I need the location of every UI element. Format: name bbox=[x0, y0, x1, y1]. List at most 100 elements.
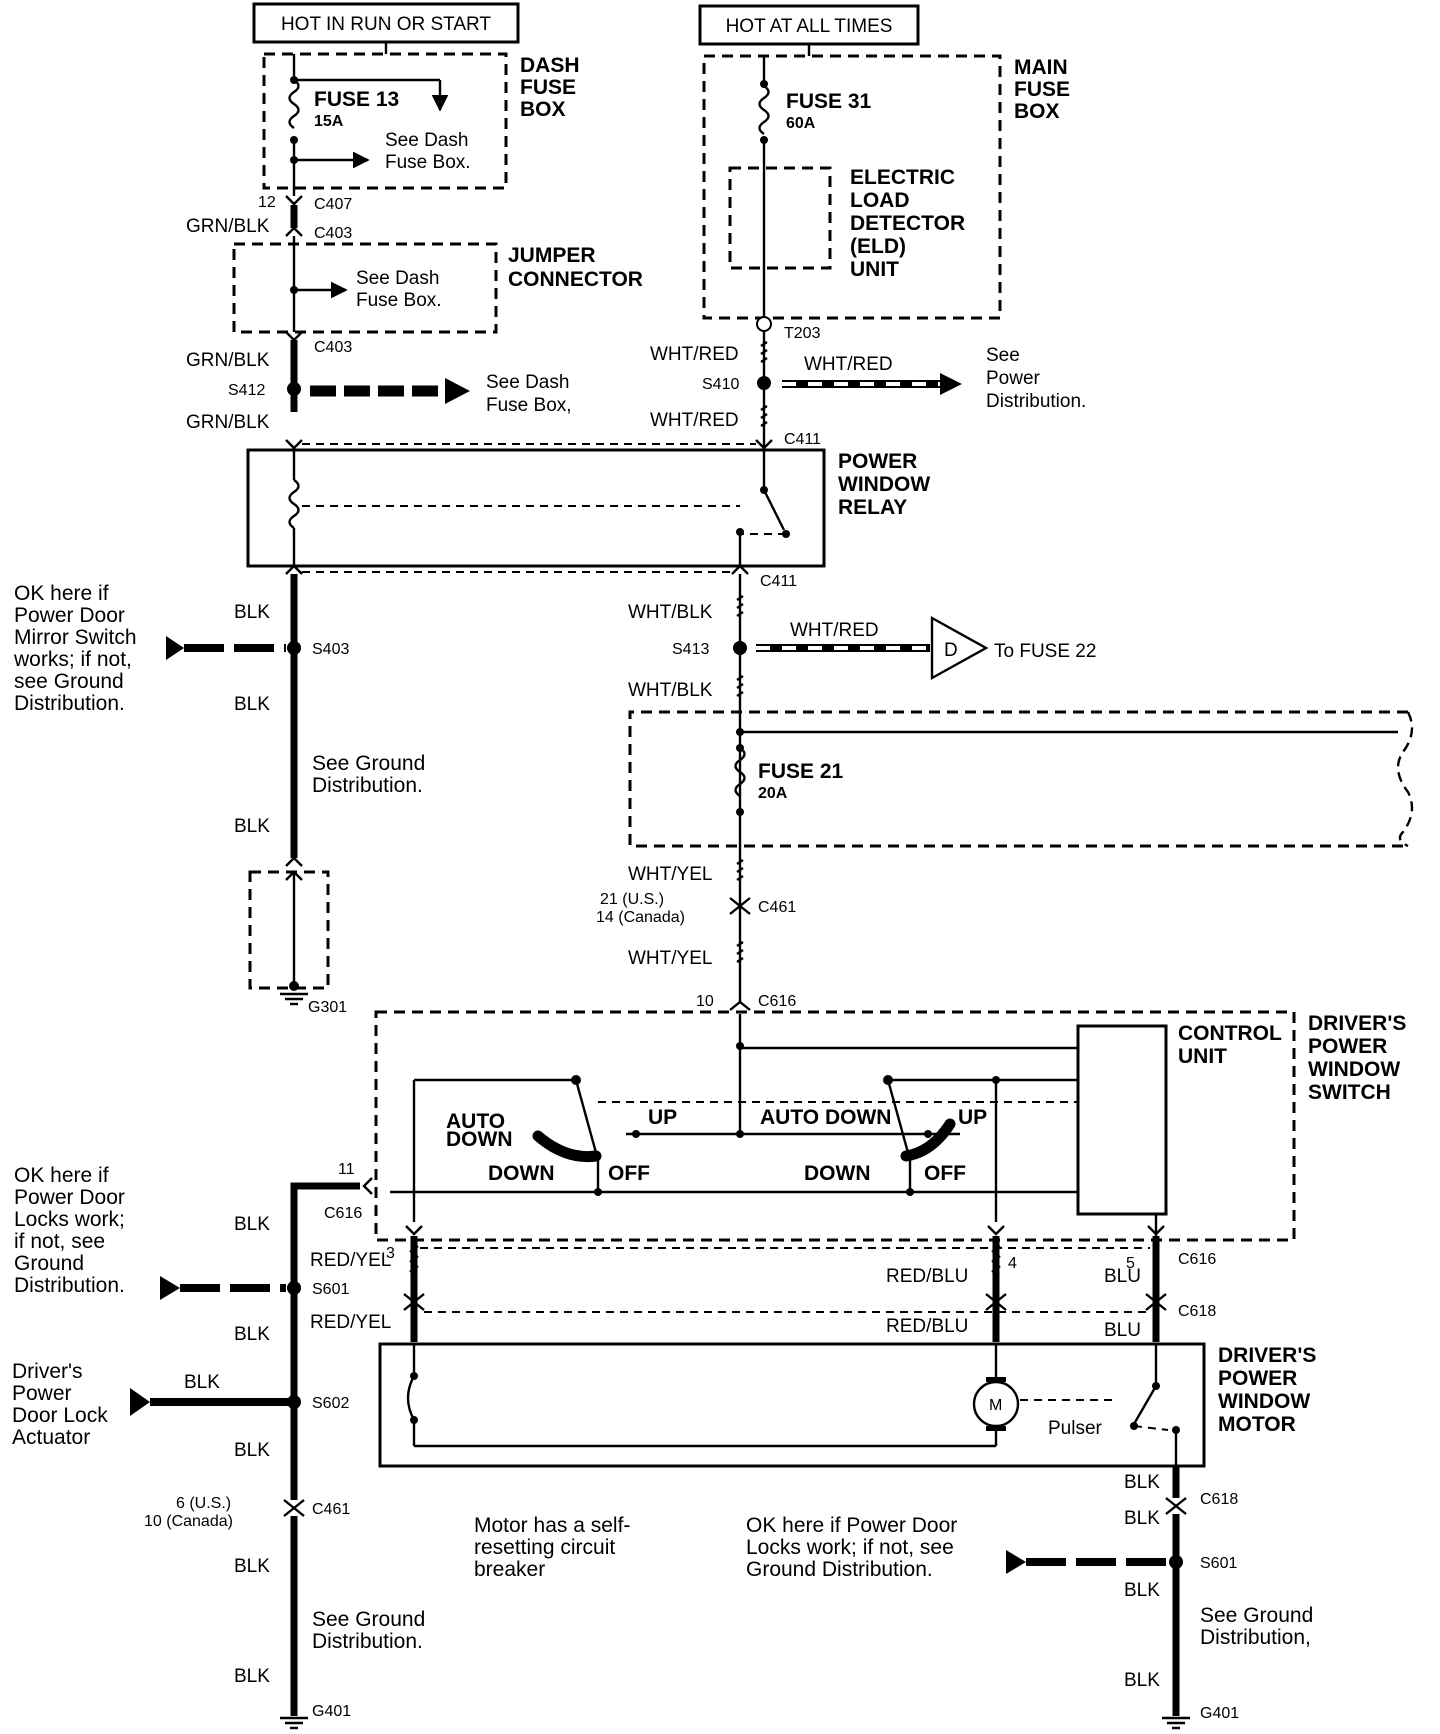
power-window-relay: POWER WINDOW RELAY bbox=[246, 448, 930, 568]
eld-unit: ELECTRIC LOAD DETECTOR (ELD) UNIT bbox=[728, 166, 965, 281]
svg-text:FUSE 31: FUSE 31 bbox=[786, 90, 872, 113]
svg-text:BLK: BLK bbox=[234, 1440, 270, 1461]
svg-text:HOT IN RUN OR START: HOT IN RUN OR START bbox=[281, 14, 491, 35]
svg-text:14 (Canada): 14 (Canada) bbox=[596, 909, 685, 926]
svg-text:6 (U.S.): 6 (U.S.) bbox=[176, 1495, 231, 1512]
splice-s602 bbox=[287, 1395, 301, 1409]
svg-text:WINDOW: WINDOW bbox=[838, 473, 930, 496]
svg-text:C616: C616 bbox=[324, 1205, 362, 1222]
header-hot-in-run-or-start: HOT IN RUN OR START bbox=[252, 2, 520, 44]
svg-text:POWER: POWER bbox=[1308, 1035, 1387, 1058]
svg-text:OK here if Power Door: OK here if Power Door bbox=[746, 1514, 957, 1537]
svg-text:Motor has a self-: Motor has a self- bbox=[474, 1514, 630, 1537]
svg-text:S601: S601 bbox=[1200, 1555, 1237, 1572]
fuse-21-box: FUSE 21 20A bbox=[628, 710, 1414, 848]
svg-text:GRN/BLK: GRN/BLK bbox=[186, 350, 270, 371]
svg-text:BLK: BLK bbox=[234, 1666, 270, 1687]
svg-text:Actuator: Actuator bbox=[12, 1426, 90, 1449]
svg-text:WHT/BLK: WHT/BLK bbox=[628, 602, 713, 623]
header-hot-at-all-times: HOT AT ALL TIMES bbox=[698, 4, 920, 46]
svg-text:FUSE: FUSE bbox=[520, 76, 576, 99]
svg-text:Power Door: Power Door bbox=[14, 1186, 125, 1209]
svg-text:See: See bbox=[986, 345, 1020, 366]
svg-text:S602: S602 bbox=[312, 1395, 349, 1412]
svg-text:S601: S601 bbox=[312, 1281, 349, 1298]
svg-text:Distribution.: Distribution. bbox=[312, 774, 423, 797]
svg-text:WINDOW: WINDOW bbox=[1218, 1390, 1310, 1413]
jumper-connector: See Dash Fuse Box. JUMPER CONNECTOR bbox=[232, 242, 643, 334]
note-mirror-switch: OK here if Power Door Mirror Switch work… bbox=[13, 582, 137, 715]
svg-text:WHT/YEL: WHT/YEL bbox=[628, 948, 712, 969]
svg-text:UP: UP bbox=[958, 1106, 987, 1129]
svg-text:BLK: BLK bbox=[1124, 1508, 1160, 1529]
svg-text:Locks work;: Locks work; bbox=[14, 1208, 125, 1231]
svg-text:OFF: OFF bbox=[924, 1162, 966, 1185]
svg-text:5: 5 bbox=[1126, 1255, 1135, 1272]
svg-text:POWER: POWER bbox=[838, 450, 917, 473]
svg-text:if not, see: if not, see bbox=[14, 1230, 105, 1253]
svg-text:SWITCH: SWITCH bbox=[1308, 1081, 1391, 1104]
svg-text:Ground Distribution.: Ground Distribution. bbox=[746, 1558, 933, 1581]
svg-text:S413: S413 bbox=[672, 641, 709, 658]
fuse-13: FUSE 13 15A See Dash Fuse Box. bbox=[288, 54, 471, 196]
note-locks-ok-2: OK here if Power Door Locks work; if not… bbox=[746, 1514, 957, 1581]
svg-text:RED/YEL: RED/YEL bbox=[310, 1250, 391, 1271]
svg-text:12: 12 bbox=[258, 194, 276, 211]
svg-text:RED/BLU: RED/BLU bbox=[886, 1266, 968, 1287]
svg-text:DOWN: DOWN bbox=[488, 1162, 555, 1185]
svg-text:Driver's: Driver's bbox=[12, 1360, 83, 1383]
svg-text:Distribution.: Distribution. bbox=[986, 391, 1086, 412]
svg-text:POWER: POWER bbox=[1218, 1367, 1297, 1390]
svg-text:OK here if: OK here if bbox=[14, 582, 109, 605]
svg-text:Door Lock: Door Lock bbox=[12, 1404, 108, 1427]
note-locks-ok: OK here if Power Door Locks work; if not… bbox=[14, 1164, 125, 1297]
svg-text:Ground: Ground bbox=[14, 1252, 84, 1275]
svg-text:To FUSE 22: To FUSE 22 bbox=[994, 641, 1096, 662]
svg-text:DETECTOR: DETECTOR bbox=[850, 212, 965, 235]
svg-text:BLU: BLU bbox=[1104, 1266, 1141, 1287]
svg-text:10: 10 bbox=[696, 993, 714, 1010]
svg-text:Distribution.: Distribution. bbox=[14, 1274, 125, 1297]
svg-text:UNIT: UNIT bbox=[1178, 1045, 1227, 1068]
svg-text:C616: C616 bbox=[1178, 1251, 1216, 1268]
splice-s403 bbox=[287, 641, 301, 655]
svg-text:DRIVER'S: DRIVER'S bbox=[1218, 1344, 1316, 1367]
svg-text:Pulser: Pulser bbox=[1048, 1418, 1103, 1439]
svg-text:BLU: BLU bbox=[1104, 1320, 1141, 1341]
svg-text:works; if not,: works; if not, bbox=[13, 648, 132, 671]
svg-text:11: 11 bbox=[338, 1161, 355, 1178]
svg-text:WHT/RED: WHT/RED bbox=[650, 410, 739, 431]
svg-text:See Dash: See Dash bbox=[486, 372, 569, 393]
svg-text:BLK: BLK bbox=[184, 1372, 220, 1393]
svg-text:JUMPER: JUMPER bbox=[508, 244, 596, 267]
svg-text:(ELD): (ELD) bbox=[850, 235, 906, 258]
svg-text:Power Door: Power Door bbox=[14, 604, 125, 627]
svg-text:G301: G301 bbox=[308, 999, 347, 1016]
svg-text:DRIVER'S: DRIVER'S bbox=[1308, 1012, 1406, 1035]
svg-text:21 (U.S.): 21 (U.S.) bbox=[600, 891, 664, 908]
svg-text:MAIN: MAIN bbox=[1014, 56, 1068, 79]
svg-text:60A: 60A bbox=[786, 115, 816, 132]
svg-text:T203: T203 bbox=[784, 325, 821, 342]
svg-text:See Ground: See Ground bbox=[1200, 1604, 1313, 1627]
svg-text:MOTOR: MOTOR bbox=[1218, 1413, 1296, 1436]
main-fuse-box: MAIN FUSE BOX bbox=[702, 54, 1070, 320]
svg-text:AUTO: AUTO bbox=[446, 1110, 505, 1133]
svg-text:OK here if: OK here if bbox=[14, 1164, 109, 1187]
svg-text:Mirror Switch: Mirror Switch bbox=[14, 626, 137, 649]
right-window-switch: AUTO DOWN UP DOWN OFF bbox=[760, 1075, 1078, 1222]
svg-text:WINDOW: WINDOW bbox=[1308, 1058, 1400, 1081]
svg-text:C411: C411 bbox=[784, 431, 821, 448]
splice-s601-right bbox=[1169, 1555, 1183, 1569]
svg-text:resetting circuit: resetting circuit bbox=[474, 1536, 615, 1559]
svg-text:UNIT: UNIT bbox=[850, 258, 899, 281]
svg-text:Locks work; if not, see: Locks work; if not, see bbox=[746, 1536, 954, 1559]
svg-text:C616: C616 bbox=[758, 993, 796, 1010]
splice-s410 bbox=[757, 376, 771, 390]
svg-text:C461: C461 bbox=[312, 1501, 350, 1518]
svg-text:FUSE: FUSE bbox=[1014, 78, 1070, 101]
svg-text:WHT/BLK: WHT/BLK bbox=[628, 680, 713, 701]
svg-text:S403: S403 bbox=[312, 641, 349, 658]
svg-text:FUSE 21: FUSE 21 bbox=[758, 760, 844, 783]
svg-text:Distribution,: Distribution, bbox=[1200, 1626, 1311, 1649]
